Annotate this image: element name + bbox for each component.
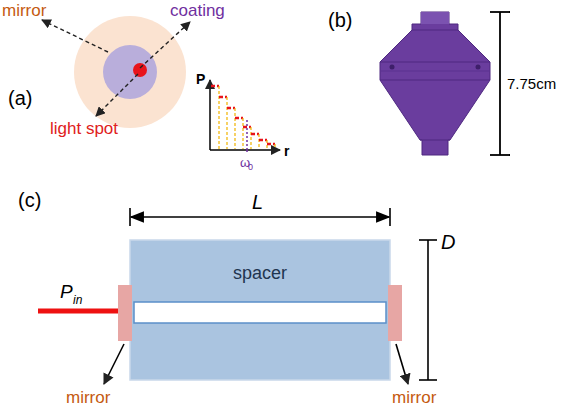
- figure-label: (c): [18, 190, 41, 210]
- figure-label: mirror: [66, 389, 110, 406]
- cavity-mount: [380, 12, 490, 155]
- diameter-dimension: [419, 240, 437, 380]
- profile-riser: [258, 134, 259, 149]
- diameter-dimension: [419, 379, 437, 381]
- figure-label: 7.75cm: [507, 76, 556, 91]
- figure-label: (b): [328, 10, 352, 30]
- profile-step: [251, 133, 259, 136]
- pointer-arrows: [42, 20, 108, 52]
- length-dimension: [129, 208, 131, 226]
- mirror-pointers: [104, 344, 124, 384]
- figure-label: (a): [8, 88, 32, 108]
- cavity-mount: [380, 12, 490, 155]
- profile-riser: [234, 108, 235, 149]
- figure-label: light spot: [50, 120, 118, 137]
- length-dimension: [131, 216, 389, 218]
- height-dimension: [499, 12, 501, 155]
- pointer-arrows: [42, 20, 190, 116]
- mirror-disc: [133, 63, 147, 77]
- cavity-mount: [412, 30, 458, 31]
- profile-riser: [218, 86, 219, 149]
- profile-riser: [250, 127, 251, 149]
- input-beam: [38, 309, 118, 314]
- height-dimension: [490, 11, 510, 13]
- figure-label: P: [196, 72, 205, 86]
- figure-label: L: [252, 192, 263, 212]
- profile-riser: [274, 144, 275, 149]
- profile-riser: [226, 97, 227, 149]
- profile-step: [235, 117, 243, 120]
- mirror-pointers: [396, 344, 408, 384]
- profile-step: [243, 126, 251, 129]
- cavity-mount: [476, 65, 481, 70]
- spacer-body: [130, 240, 390, 380]
- power-profile-plot: [210, 80, 280, 152]
- profile-step: [219, 96, 227, 99]
- profile-step: [227, 107, 235, 110]
- length-dimension: [389, 208, 391, 226]
- pointer-arrows: [140, 22, 190, 68]
- power-profile-plot: [246, 150, 248, 152]
- figure-label: coating: [170, 2, 225, 19]
- figure-label: P: [60, 282, 73, 301]
- pointer-arrows: [96, 74, 138, 116]
- mirror-pointers: [104, 344, 408, 384]
- diameter-dimension: [427, 240, 429, 380]
- height-dimension: [490, 154, 510, 156]
- figure-label: r: [284, 144, 289, 158]
- mirror-disc: [103, 45, 157, 99]
- cavity-mount: [421, 12, 449, 24]
- diameter-dimension: [419, 239, 437, 241]
- figure-label: 0: [248, 163, 253, 172]
- mirror-right: [388, 285, 402, 341]
- cavity-mount: [380, 71, 490, 72]
- mirror-left: [118, 285, 132, 341]
- profile-step: [267, 143, 275, 146]
- power-profile-plot: [210, 149, 280, 151]
- figure-label: mirror: [392, 389, 436, 406]
- bore: [134, 302, 386, 323]
- waist-marker: [246, 120, 248, 150]
- cavity-mount: [420, 140, 450, 141]
- figure-label: mirror: [2, 2, 46, 19]
- profile-step: [259, 139, 267, 142]
- cavity-mount: [380, 62, 490, 63]
- profile-riser: [242, 118, 243, 149]
- node-label: spacer: [233, 264, 287, 284]
- mirror-disc: [74, 16, 186, 128]
- spacer-box: spacer: [130, 240, 390, 380]
- mirror-disc: [74, 16, 186, 128]
- figure-label: D: [441, 232, 455, 252]
- figure-label: in: [73, 294, 82, 306]
- cavity-mount: [380, 80, 490, 81]
- power-profile-plot: [209, 80, 211, 150]
- cavity-mount: [390, 65, 395, 70]
- profile-step: [211, 85, 219, 88]
